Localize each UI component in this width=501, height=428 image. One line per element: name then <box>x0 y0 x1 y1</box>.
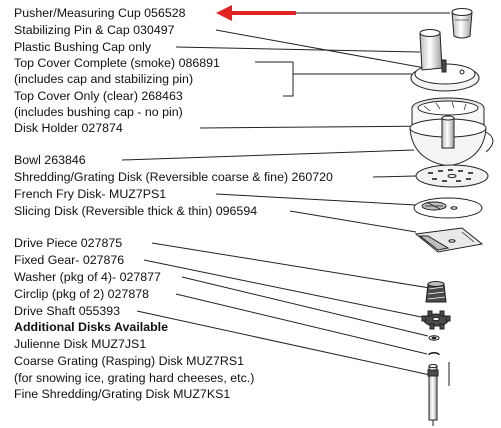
label-fine-shredding-disk: Fine Shredding/Grating Disk MUZ7KS1 <box>14 387 231 401</box>
leader-line-french-fry-disk <box>215 193 417 206</box>
label-fixed-gear: Fixed Gear- 027876 <box>14 253 125 267</box>
label-top-cover-complete-note: (includes cap and stabilizing pin) <box>14 72 194 86</box>
heading-additional-disks: Additional Disks Available <box>14 320 169 334</box>
leader-line-disk-holder <box>199 125 437 129</box>
fixed-gear-part <box>421 310 451 330</box>
label-pusher-measuring-cup: Pusher/Measuring Cup 056528 <box>14 6 186 20</box>
label-bowl: Bowl 263846 <box>14 153 86 167</box>
label-coarse-grating-disk: Coarse Grating (Rasping) Disk MUZ7RS1 <box>14 354 244 368</box>
circlip-part <box>428 352 440 356</box>
bowl-part <box>409 115 494 167</box>
label-washer: Washer (pkg of 4)- 027877 <box>14 270 161 284</box>
pusher-part <box>451 8 473 39</box>
leader-line-bushing-cap <box>175 46 421 53</box>
label-french-fry-disk: French Fry Disk- MUZ7PS1 <box>14 187 167 201</box>
label-stabilizing-pin: Stabilizing Pin & Cap 030497 <box>14 23 175 37</box>
label-drive-piece: Drive Piece 027875 <box>14 236 123 250</box>
label-shredding-disk: Shredding/Grating Disk (Reversible coars… <box>14 170 333 184</box>
french-fry-disk-part <box>413 197 483 219</box>
leader-line-drive-piece <box>151 242 431 289</box>
drive-shaft-part <box>427 362 450 426</box>
top-cover-part <box>410 29 480 92</box>
drive-piece-part <box>425 281 447 303</box>
label-top-cover-only: Top Cover Only (clear) 268463 <box>14 89 183 103</box>
label-disk-holder: Disk Holder 027874 <box>14 121 123 135</box>
label-plastic-bushing-cap: Plastic Bushing Cap only <box>14 40 152 54</box>
red-arrow-icon <box>216 5 296 21</box>
leader-line-slicing-disk <box>289 210 417 233</box>
label-slicing-disk: Slicing Disk (Reversible thick & thin) 0… <box>14 204 258 218</box>
slicing-disk-part <box>414 227 484 253</box>
label-coarse-grating-note: (for snowing ice, grating hard cheeses, … <box>14 371 255 385</box>
label-circlip: Circlip (pkg of 2) 027878 <box>14 287 149 301</box>
label-julienne-disk: Julienne Disk MUZ7JS1 <box>14 337 147 351</box>
leader-line-drive-shaft <box>136 310 431 376</box>
label-drive-shaft: Drive Shaft 055393 <box>14 304 121 318</box>
washer-part <box>428 335 440 341</box>
label-top-cover-complete: Top Cover Complete (smoke) 086891 <box>14 56 220 70</box>
leader-line-circlip <box>175 293 428 355</box>
shredding-disk-part <box>415 164 489 188</box>
leader-line-fixed-gear <box>143 259 427 319</box>
leader-line-top-cover <box>255 61 294 97</box>
leader-line-washer <box>181 276 429 337</box>
leader-line-shredding-disk <box>372 175 417 178</box>
leader-line-bowl <box>121 149 415 161</box>
label-top-cover-only-note: (includes bushing cap - no pin) <box>14 105 183 119</box>
